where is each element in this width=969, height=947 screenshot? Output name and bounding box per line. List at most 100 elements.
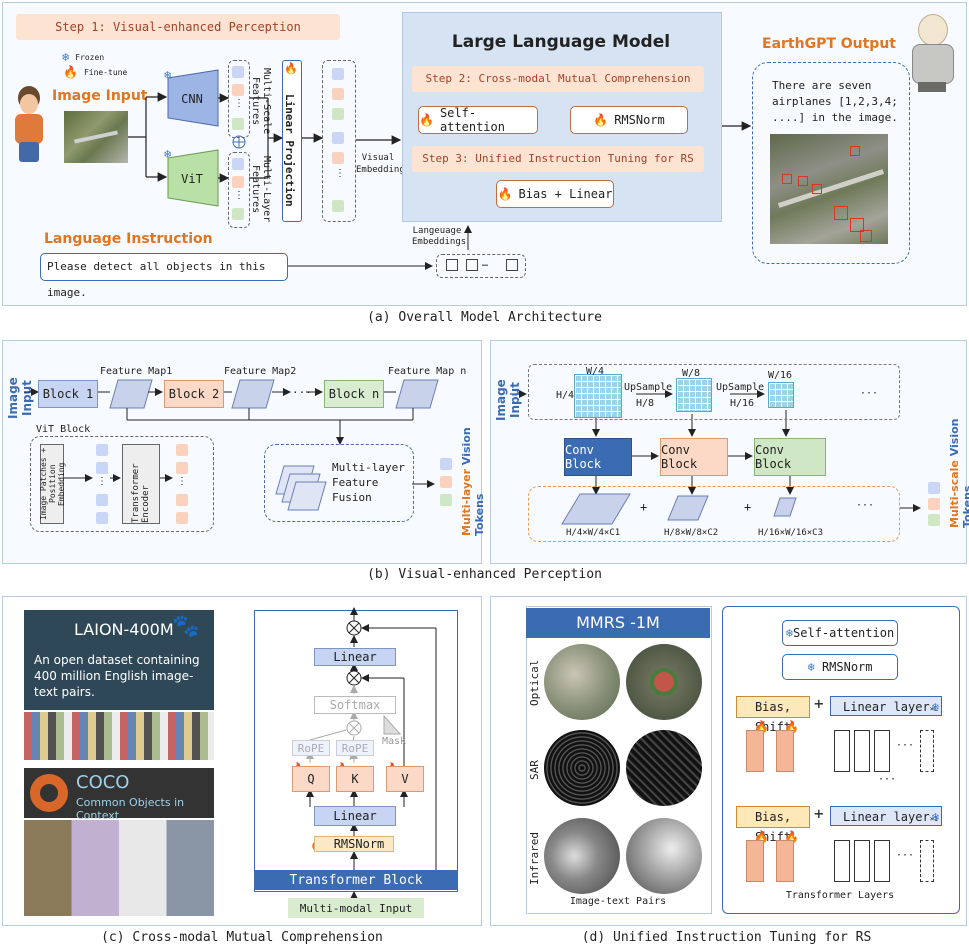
bias-shift-1: Bias, Shift (736, 696, 810, 734)
language-embedding-tokens (436, 254, 526, 278)
f2-label: H/8×W/8×C2 (664, 528, 719, 538)
transformer-layers-box (722, 606, 960, 914)
token (332, 88, 344, 100)
llm-title: Large Language Model (451, 32, 671, 52)
detection-box (834, 206, 848, 220)
columns-dots: ··· (896, 850, 915, 861)
flame-icon: 🔥 (497, 187, 513, 201)
earthgpt-output-label: EarthGPT Output (762, 36, 896, 52)
linear-column (854, 840, 870, 882)
plus-2: + (744, 500, 752, 514)
laion-desc: An open dataset containing 400 million E… (34, 653, 200, 699)
instruction-textbox: Please detect all objects in this image. (40, 253, 288, 299)
vit-block-label: ViT Block (36, 424, 91, 435)
token-dots: ⋮ (234, 190, 244, 201)
upsample-label-2: UpSample (716, 382, 765, 393)
mmrs-box (526, 606, 712, 914)
linear-projection-flame-icon: 🔥 (284, 62, 298, 75)
multi-scale-tokens (228, 60, 250, 138)
rope-2: RoPE (336, 740, 374, 756)
block-1: Block 1 (38, 380, 98, 408)
token (332, 108, 344, 120)
optical-image-2 (626, 644, 702, 720)
feature-map-1-label: Feature Map1 (100, 366, 173, 377)
bias-shift-2: Bias, Shift (736, 806, 810, 844)
infrared-image-2 (626, 818, 702, 894)
token (176, 512, 188, 524)
grid-w4 (574, 374, 622, 418)
paw-icon: 🐾 (172, 614, 200, 639)
token (332, 152, 344, 164)
vit-label: ViT (181, 172, 203, 186)
step1-label: Step 1: Visual-enhanced Perception (16, 14, 340, 40)
coco-card: COCO Common Objects in Context (24, 768, 214, 822)
detection-box (798, 176, 808, 186)
token (928, 482, 940, 494)
layers-dots: ··· (878, 774, 897, 785)
laion-thumbnails (24, 712, 214, 760)
coco-images (24, 820, 214, 916)
pyramid-dots: ··· (860, 388, 879, 399)
mask-label: Mask (382, 736, 407, 747)
upsample-pyramid-box (528, 364, 900, 420)
rmsnorm-box: 🔥RMSNorm (570, 106, 688, 134)
self-attention-d: ❄Self-attention (782, 620, 898, 646)
sar-image-2 (626, 730, 702, 806)
image-input-label: Image Input (52, 88, 148, 104)
token (232, 84, 244, 96)
detection-box (850, 146, 860, 156)
token (506, 259, 518, 271)
feature-map-2-label: Feature Map2 (224, 366, 297, 377)
person-avatar (10, 86, 48, 162)
flame-icon: 🔥 (593, 113, 609, 127)
rope-1: RoPE (292, 740, 330, 756)
w16-label: W/16 (768, 370, 793, 381)
token (232, 208, 244, 220)
snowflake-icon: ❄ (785, 626, 794, 640)
coco-logo-icon (30, 774, 68, 812)
snowflake-icon: ❄ (807, 660, 815, 674)
transformer-block-bar: Transformer Block (254, 870, 458, 890)
legend-frozen: ❄Frozen (62, 50, 105, 64)
token-dots: ⋮ (177, 476, 187, 487)
snowflake-icon: ❄ (931, 700, 939, 714)
optical-label: Optical (528, 659, 541, 707)
token (96, 444, 108, 456)
detection-box (850, 218, 864, 232)
token (96, 462, 108, 474)
linear-column (834, 840, 850, 882)
linear-projection-label: Linear Projection (283, 93, 296, 207)
plus-d-2: + (814, 804, 824, 823)
vit-snowflake-icon: ❄ (164, 147, 172, 161)
linear-column (920, 730, 934, 772)
step2-label: Step 2: Cross-modal Mutual Comprehension (412, 66, 704, 92)
w4-label: W/4 (586, 366, 605, 377)
block-dots: ··· (292, 386, 312, 399)
q-box: Q (292, 766, 330, 792)
bias-column (776, 730, 794, 772)
token (232, 118, 244, 130)
feature-map-n-label: Feature Map n (388, 366, 467, 377)
linear-column (854, 730, 870, 772)
h16-label: H/16 (730, 398, 755, 409)
k-box: K (336, 766, 374, 792)
linear-mid: Linear (314, 806, 396, 826)
columns-dots: ··· (896, 740, 915, 751)
flame-icon: 🔥 (419, 113, 434, 127)
token (466, 259, 478, 271)
multi-scale-features-box (528, 486, 900, 542)
bias-linear-box: 🔥Bias + Linear (496, 180, 614, 208)
h4-label: H/4 (556, 390, 575, 401)
multi-scale-features-label: Multi-Scale Features (250, 67, 272, 135)
token (440, 458, 452, 470)
snowflake-icon: ❄ (931, 810, 939, 824)
detection-box (782, 174, 792, 184)
linear-layer-1: Linear layer×L❄ (830, 696, 942, 716)
f3-label: H/16×W/16×C3 (758, 528, 824, 538)
linear-column (920, 840, 934, 882)
caption-a: (a) Overall Model Architecture (367, 310, 602, 325)
sar-image-1 (544, 730, 620, 806)
token (176, 494, 188, 506)
